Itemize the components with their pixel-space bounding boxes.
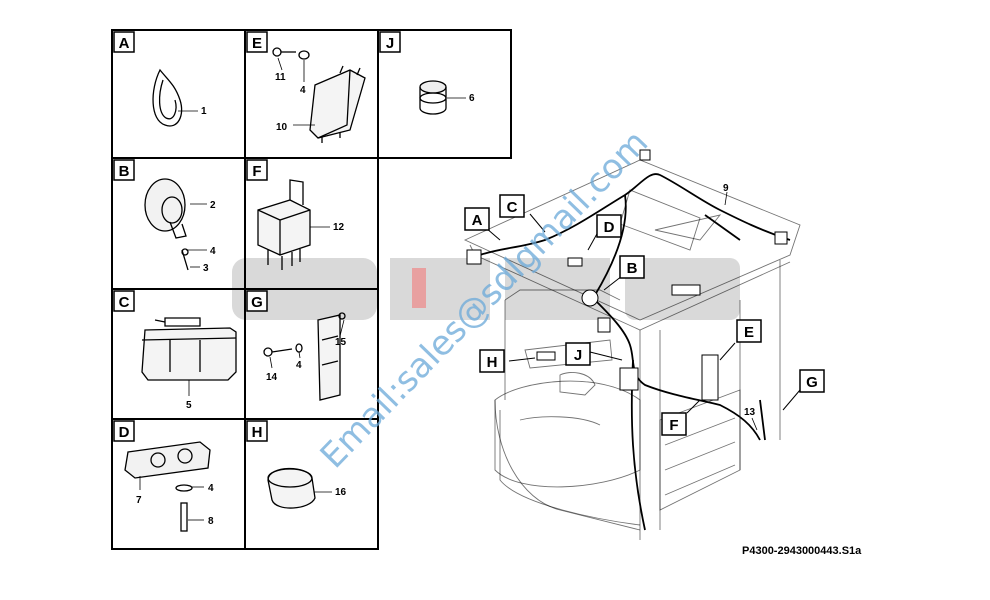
bracket-icon bbox=[263, 312, 346, 401]
relay-icon bbox=[257, 179, 330, 270]
cell-label-h: H bbox=[252, 424, 263, 441]
part-number: 1 bbox=[201, 106, 207, 117]
part-number: 14 bbox=[266, 372, 278, 383]
part-number: 15 bbox=[335, 337, 347, 348]
dome-lamp-icon bbox=[124, 441, 211, 532]
part-number: 6 bbox=[469, 93, 475, 104]
part-number: 12 bbox=[333, 222, 345, 233]
part-number: 2 bbox=[210, 200, 216, 211]
callout-f: F bbox=[669, 417, 678, 434]
part-number: 4 bbox=[208, 483, 214, 494]
part-number: 3 bbox=[203, 263, 209, 274]
parts-grid bbox=[111, 29, 512, 550]
radio-unit-icon bbox=[141, 317, 237, 396]
part-number: 16 bbox=[335, 487, 347, 498]
callout-a: A bbox=[472, 212, 483, 229]
callout-h: H bbox=[487, 354, 498, 371]
cell-label-e: E bbox=[252, 35, 262, 52]
part-number: 8 bbox=[208, 516, 214, 527]
cab-part-number-13: 13 bbox=[744, 407, 756, 418]
cable-tie-icon bbox=[152, 68, 198, 127]
brand-watermark bbox=[232, 258, 740, 320]
part-number: 7 bbox=[136, 495, 142, 506]
callout-g: G bbox=[806, 374, 818, 391]
cell-label-d: D bbox=[119, 424, 130, 441]
callout-j: J bbox=[574, 347, 582, 364]
part-number: 11 bbox=[275, 72, 286, 83]
callout-boxes bbox=[464, 194, 825, 436]
drawing-reference: P4300-2943000443.S1a bbox=[742, 545, 862, 557]
mirror-lamp-icon bbox=[144, 178, 207, 271]
cell-label-c: C bbox=[119, 294, 130, 311]
control-module-icon bbox=[272, 47, 366, 143]
part-number: 4 bbox=[210, 246, 216, 257]
part-number: 4 bbox=[300, 85, 306, 96]
part-number: 4 bbox=[296, 360, 302, 371]
grommet-icon bbox=[419, 80, 466, 115]
cell-label-a: A bbox=[119, 35, 130, 52]
cell-label-b: B bbox=[119, 163, 130, 180]
cell-label-f: F bbox=[252, 163, 261, 180]
callout-e: E bbox=[744, 324, 754, 341]
harness-components bbox=[466, 149, 788, 401]
cell-label-j: J bbox=[386, 35, 394, 52]
part-number: 10 bbox=[276, 122, 288, 133]
cell-label-g: G bbox=[251, 294, 263, 311]
part-number: 5 bbox=[186, 400, 192, 411]
callout-b: B bbox=[627, 260, 638, 277]
plug-icon bbox=[267, 467, 332, 509]
callout-d: D bbox=[604, 219, 615, 236]
cab-part-number-9: 9 bbox=[723, 183, 729, 194]
callout-c: C bbox=[507, 199, 518, 216]
